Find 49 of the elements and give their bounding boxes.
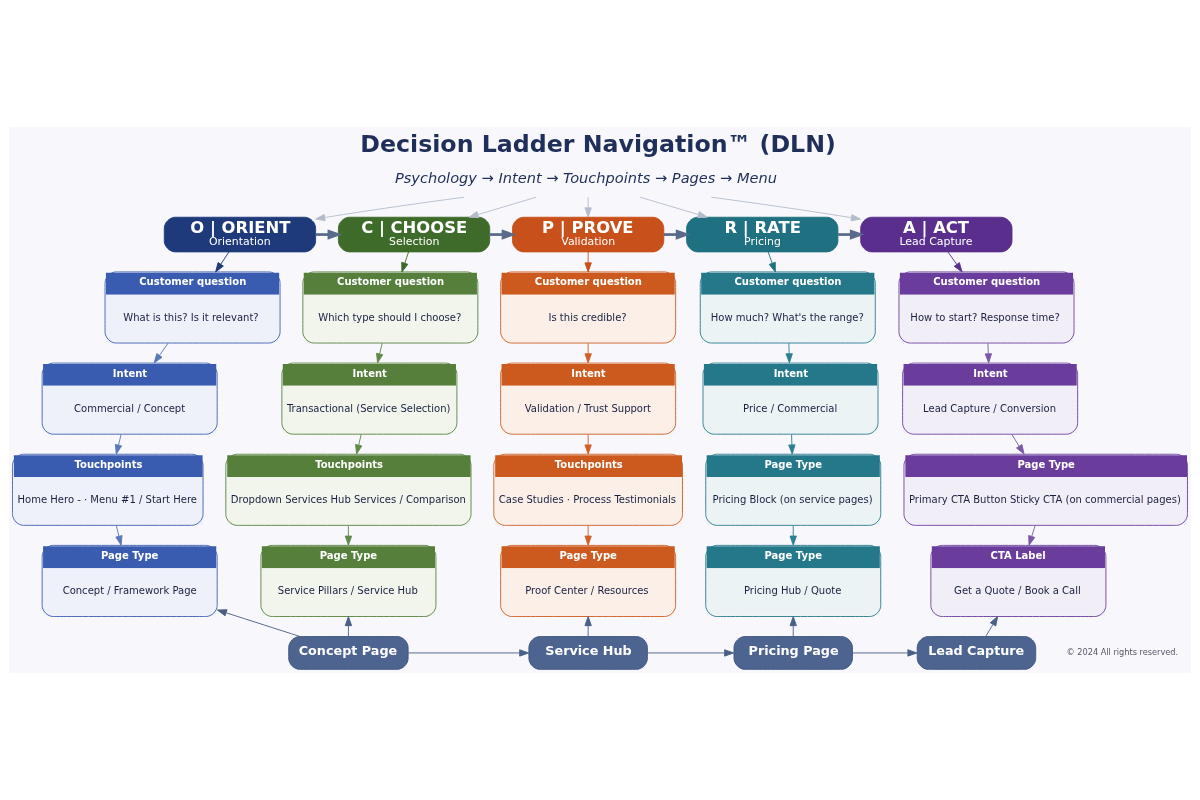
node-box: O | ORIENT Orientation <box>163 216 317 253</box>
arrow <box>789 525 797 546</box>
arrow <box>584 342 592 364</box>
arrow <box>584 196 592 218</box>
node-box: A | ACT Lead Capture <box>860 216 1013 253</box>
arrow <box>838 229 865 240</box>
arrow <box>407 649 530 657</box>
arrow <box>789 616 797 637</box>
node-box: Service Hub <box>528 636 648 670</box>
arrow <box>785 342 793 364</box>
arrow <box>788 433 796 455</box>
arrow <box>710 196 861 222</box>
arrow <box>647 649 735 657</box>
arrow <box>664 229 691 240</box>
arrow <box>215 251 230 273</box>
node-box: R | RATE Pricing <box>686 216 839 253</box>
arrow <box>315 229 343 240</box>
arrow <box>639 196 708 219</box>
node-box: Lead Capture <box>916 636 1037 670</box>
arrow <box>344 525 353 546</box>
node-box: C | CHOOSE Selection <box>337 216 491 253</box>
arrow <box>344 616 353 637</box>
arrow <box>1011 433 1025 455</box>
arrow <box>115 525 123 546</box>
arrow <box>584 525 592 546</box>
node-text: Psychology → Intent → Touchpoints → Pages → Menu <box>394 169 777 187</box>
arrow <box>584 251 592 273</box>
arrow <box>984 342 992 364</box>
arrow <box>852 649 918 657</box>
arrow <box>985 616 999 637</box>
arrow <box>355 433 363 455</box>
diagram-title: Decision Ladder Navigation™ (DLN) <box>360 130 836 159</box>
arrow <box>584 433 592 455</box>
arrow <box>114 433 123 455</box>
arrow <box>401 251 409 273</box>
arrow <box>584 616 592 637</box>
arrow <box>376 342 384 364</box>
arrow <box>468 196 537 219</box>
label: © 2024 All rights reserved. <box>1066 646 1179 657</box>
arrow <box>216 609 301 637</box>
arrow <box>489 229 517 240</box>
node-box: Concept Page <box>288 636 409 670</box>
node-box: Pricing Page <box>733 636 853 670</box>
arrow <box>153 342 169 364</box>
arrow <box>767 251 776 273</box>
arrow <box>947 251 963 273</box>
arrow <box>315 196 465 222</box>
arrow <box>1028 525 1036 546</box>
node-box: P | PROVE Validation <box>512 216 665 253</box>
